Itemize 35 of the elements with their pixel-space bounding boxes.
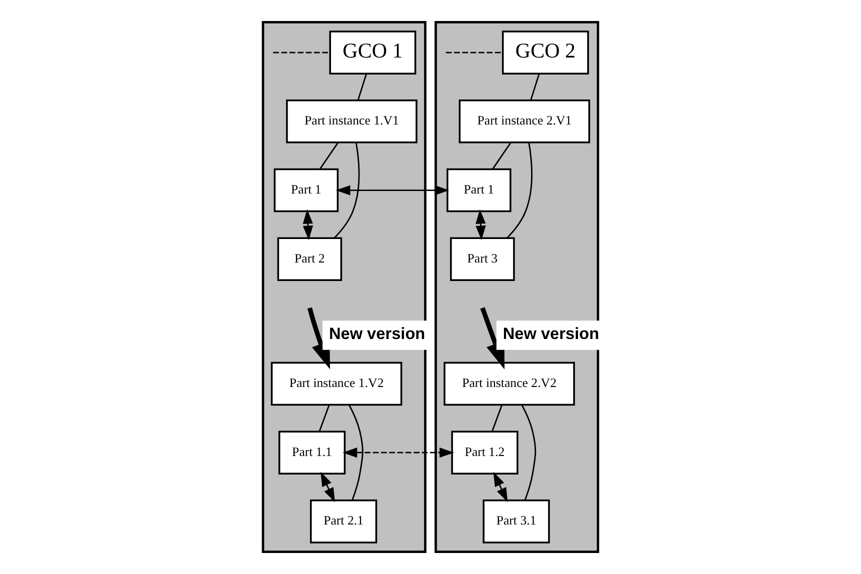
connector — [530, 73, 540, 101]
node-box: GCO 1 — [329, 30, 416, 74]
node-box: Part 1 — [274, 168, 339, 212]
cluster — [262, 21, 426, 553]
node-box: GCO 2 — [502, 30, 589, 74]
node-box: Part instance 1.V2 — [270, 362, 402, 406]
node-box: Part instance 2.V2 — [444, 362, 575, 406]
node-box: Part instance 2.V1 — [458, 100, 590, 144]
node-box: Part 2 — [277, 237, 342, 282]
edge-label: New version — [502, 325, 600, 344]
connector — [506, 142, 532, 239]
arrow — [342, 448, 454, 458]
connector — [273, 52, 330, 54]
connector — [492, 142, 512, 170]
connector — [521, 404, 536, 500]
node-box: Part 2.1 — [310, 500, 378, 544]
connector — [491, 404, 503, 432]
connector — [318, 404, 330, 432]
arrow — [493, 472, 508, 502]
connector — [357, 73, 368, 101]
connector — [348, 404, 364, 500]
arrow — [302, 209, 314, 240]
edge-label: New version — [328, 325, 426, 344]
arrow — [476, 209, 486, 240]
arrow — [320, 472, 335, 502]
connector — [319, 142, 339, 170]
node-box: Part instance 1.V1 — [286, 100, 418, 144]
node-box: Part 1.2 — [451, 430, 518, 474]
connector — [446, 52, 503, 54]
connector — [334, 142, 360, 239]
node-box: Part 3.1 — [482, 500, 550, 544]
arrow — [336, 185, 450, 196]
node-box: Part 1.1 — [278, 430, 346, 474]
node-box: Part 1 — [446, 168, 512, 212]
node-box: Part 3 — [450, 237, 515, 282]
